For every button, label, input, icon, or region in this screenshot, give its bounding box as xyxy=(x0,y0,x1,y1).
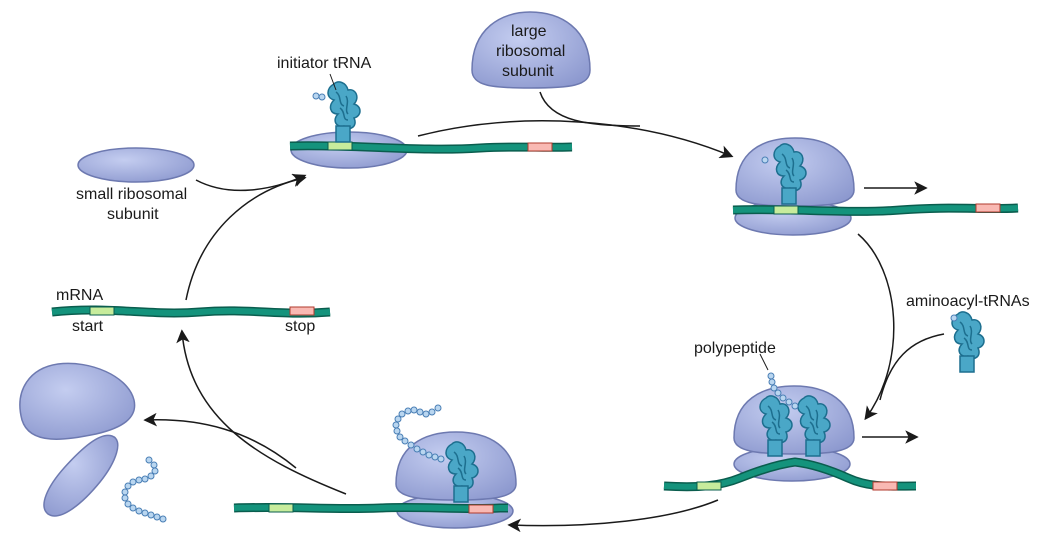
start-codon xyxy=(268,503,294,513)
large-ribosomal-subunit xyxy=(471,11,591,89)
arrow-mrna-to-initiation xyxy=(185,173,307,301)
arrow-termination-to-release xyxy=(143,412,297,469)
polypeptide-pointer xyxy=(759,353,769,371)
released-large-subunit xyxy=(19,362,136,440)
start-codon xyxy=(89,306,115,316)
arrow-aminoacyl-trna-entry xyxy=(879,333,945,401)
start-codon xyxy=(773,205,799,215)
stop-codon xyxy=(289,306,315,316)
released-polypeptide xyxy=(121,456,167,523)
assembled-ribosome xyxy=(732,137,1019,236)
aminoacyl-trna xyxy=(951,311,985,373)
stop-codon xyxy=(975,203,1001,213)
aminoacyl-trnas-label: aminoacyl-tRNAs xyxy=(906,293,1030,310)
elongating-ribosome xyxy=(663,372,917,492)
small-subunit-label-line2: subunit xyxy=(107,206,159,223)
arrow-termination-to-mrna xyxy=(176,329,347,495)
arrow-elongation-to-termination xyxy=(507,499,719,533)
arrow-initiation-to-assembly xyxy=(417,120,734,159)
stop-codon xyxy=(527,142,553,152)
initiation-complex xyxy=(289,81,573,169)
large-subunit-label-line3: subunit xyxy=(502,63,554,80)
start-codon xyxy=(327,141,353,151)
start-label: start xyxy=(72,318,104,335)
mrna-label: mRNA xyxy=(56,287,103,304)
stop-codon xyxy=(872,481,898,491)
amino-acid-bead xyxy=(950,314,958,322)
polypeptide-chain xyxy=(392,404,445,463)
arrow-large-subunit-to-assembly xyxy=(539,91,641,127)
amino-acid-bead xyxy=(318,93,326,101)
large-subunit-label-line1: large xyxy=(511,23,547,40)
polypeptide-chain xyxy=(767,372,799,410)
arrow-assembly-to-elongation xyxy=(857,233,895,421)
released-small-subunit xyxy=(43,434,119,517)
initiator-trna-label: initiator tRNA xyxy=(277,55,372,72)
small-ribosomal-subunit xyxy=(77,147,195,183)
amino-acid-bead xyxy=(761,156,769,164)
free-mrna xyxy=(51,305,331,318)
large-subunit-bound xyxy=(733,385,855,455)
stop-label: stop xyxy=(285,318,315,335)
large-subunit-label-line2: ribosomal xyxy=(496,43,565,60)
amino-acid-bead xyxy=(312,92,320,100)
initiator-trna-pointer xyxy=(329,73,337,91)
start-codon xyxy=(696,481,722,491)
stop-codon xyxy=(468,504,494,514)
terminating-ribosome xyxy=(233,404,517,529)
polypeptide-label: polypeptide xyxy=(694,340,776,357)
small-subunit-label-line1: small ribosomal xyxy=(76,186,187,203)
